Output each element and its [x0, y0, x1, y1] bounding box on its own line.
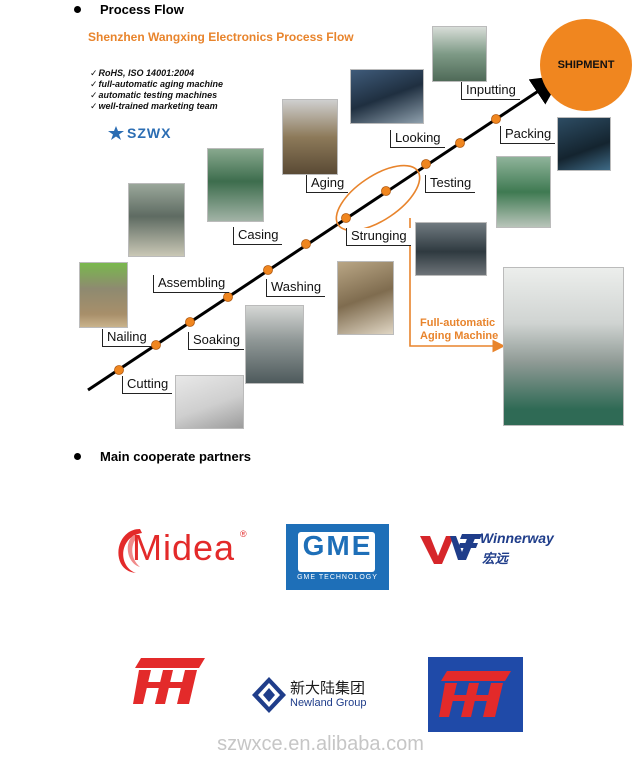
photo-aging: [282, 99, 338, 175]
aging-highlight-ellipse: [335, 164, 421, 232]
step-label-looking: Looking: [390, 130, 445, 148]
gme-wordmark: GME: [302, 530, 373, 561]
photo-washing: [337, 261, 394, 335]
winnerway-logo: Winnerway 宏远: [420, 528, 554, 568]
step-label-aging: Aging: [306, 175, 349, 193]
photo-soaking: [245, 305, 304, 384]
bullet-icon: [74, 453, 81, 460]
gme-tagline: GME TECHNOLOGY: [297, 574, 378, 581]
winnerway-chinese: 宏远: [482, 551, 509, 566]
step-label-testing: Testing: [425, 175, 476, 193]
flow-dot: [223, 292, 233, 302]
flow-dot: [151, 340, 161, 350]
aging-machine-label: Full-automatic Aging Machine: [420, 317, 498, 343]
flow-dot: [263, 265, 273, 275]
photo-casing: [207, 148, 264, 222]
midea-wordmark: Midea: [132, 527, 236, 568]
aging-connector-line: [409, 218, 506, 353]
watermark: szwxce.en.alibaba.com: [217, 733, 424, 755]
step-label-assembling: Assembling: [153, 275, 230, 293]
shipment-circle: SHIPMENT: [540, 19, 632, 111]
step-label-inputting: Inputting: [461, 82, 520, 100]
red-partner-logo: [133, 658, 205, 704]
szwx-logo: SZWX: [108, 125, 171, 141]
newland-chinese: 新大陆集团: [290, 680, 366, 697]
step-label-soaking: Soaking: [188, 332, 244, 350]
szwx-star-icon: [108, 126, 124, 140]
step-label-nailing: Nailing: [102, 329, 151, 347]
photo-assembling: [128, 183, 185, 257]
winnerway-wordmark: Winnerway: [480, 530, 554, 546]
step-label-cutting: Cutting: [122, 376, 173, 394]
newland-logo: 新大陆集团 Newland Group: [252, 673, 402, 717]
feature-item: full-automatic aging machine: [90, 79, 224, 90]
photo-packing: [557, 117, 611, 171]
gme-logo: GME GME TECHNOLOGY: [286, 524, 389, 590]
photo-inputting: [432, 26, 487, 82]
newland-english: Newland Group: [290, 697, 367, 709]
bullet-icon: [74, 6, 81, 13]
feature-item: RoHS, ISO 14001:2004: [90, 68, 223, 79]
process-flow-diagram: [87, 75, 562, 392]
step-label-casing: Casing: [233, 227, 283, 245]
photo-strunging: [415, 222, 487, 276]
photo-cutting: [175, 375, 244, 429]
aging-machine-label-line: Aging Machine: [420, 330, 499, 342]
flow-dot: [491, 114, 501, 124]
step-label-washing: Washing: [266, 279, 326, 297]
feature-item: automatic testing machines: [90, 90, 223, 101]
photo-looking: [350, 69, 424, 124]
feature-item: well-trained marketing team: [90, 101, 223, 112]
flow-arrow-line: [87, 75, 562, 392]
aging-machine-label-line: Full-automatic: [420, 317, 496, 329]
flow-dot: [455, 138, 465, 148]
szwx-logo-text: SZWX: [127, 125, 172, 141]
flow-dot: [185, 317, 195, 327]
shipment-label: SHIPMENT: [557, 59, 615, 71]
company-process-title: Shenzhen Wangxing Electronics Process Fl…: [88, 30, 354, 44]
photo-aging-machine: [503, 267, 624, 426]
step-label-strunging: Strunging: [346, 228, 411, 246]
section-title-partners: Main cooperate partners: [100, 449, 251, 464]
flow-dot: [114, 365, 124, 375]
flow-dot: [301, 239, 311, 249]
flow-dot: [421, 159, 431, 169]
step-label-packing: Packing: [500, 126, 556, 144]
flow-dot: [381, 186, 391, 196]
photo-testing: [496, 156, 551, 228]
flow-dot: [341, 213, 351, 223]
blue-partner-logo: [428, 657, 523, 732]
section-title-process-flow: Process Flow: [100, 2, 184, 17]
midea-logo: Midea ®: [104, 519, 254, 581]
photo-nailing: [79, 262, 128, 328]
feature-list: RoHS, ISO 14001:2004 full-automatic agin…: [90, 68, 224, 112]
